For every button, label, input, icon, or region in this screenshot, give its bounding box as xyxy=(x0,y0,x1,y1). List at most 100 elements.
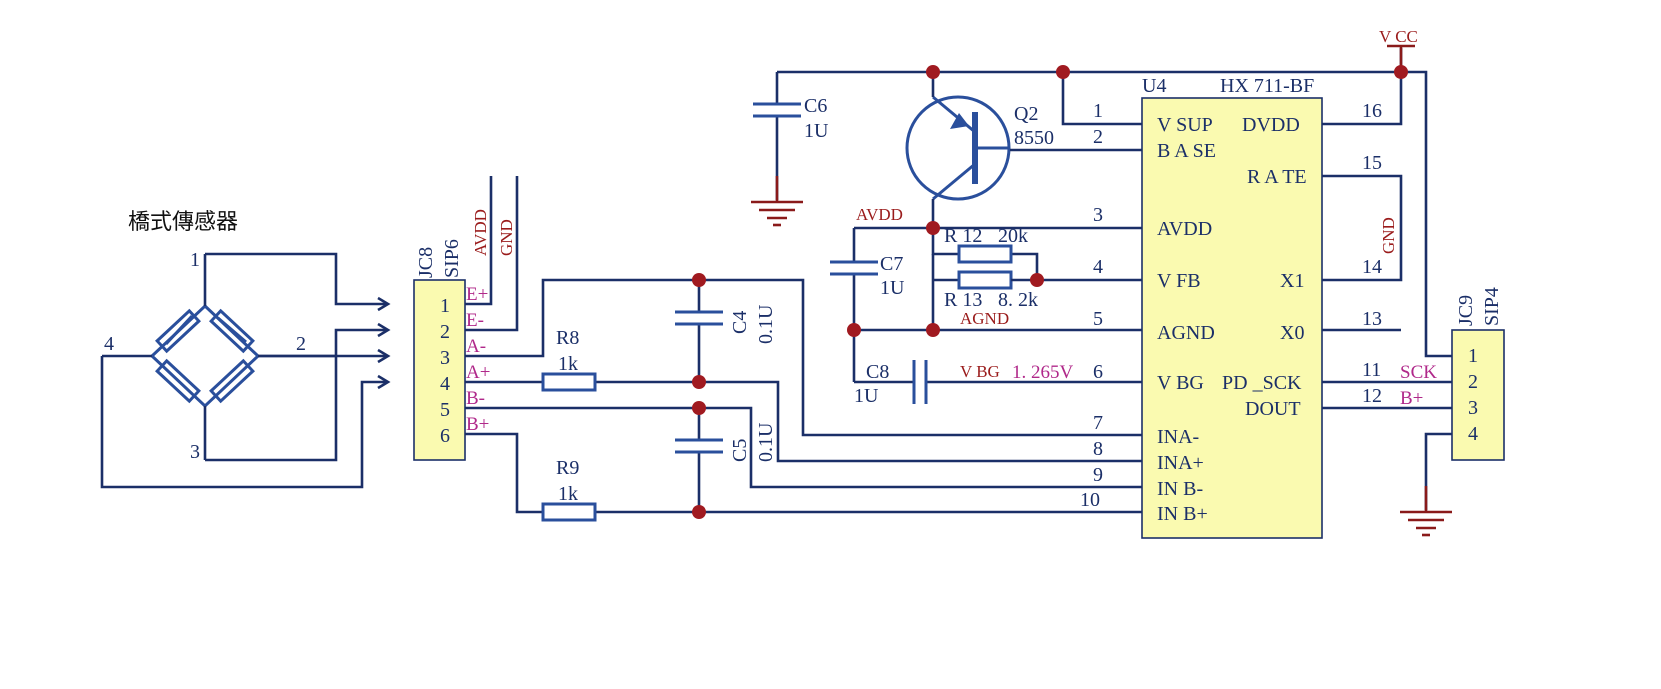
c8-ref: C8 xyxy=(866,361,889,383)
r9-value: 1k xyxy=(558,483,578,505)
sensor-wiring xyxy=(100,252,391,489)
r8-value: 1k xyxy=(558,353,578,375)
jc8-net-b-minus: B- xyxy=(466,388,485,409)
jc9-type: SIP4 xyxy=(1481,287,1503,326)
sensor-pin-1: 1 xyxy=(190,249,200,271)
r9-resistor xyxy=(541,502,597,522)
jc9-ref: JC9 xyxy=(1455,295,1477,326)
agnd-net-label: AGND xyxy=(960,309,1009,328)
vbg-voltage-label: 1. 265V xyxy=(1012,362,1074,383)
u4-pin-name-dvdd: DVDD xyxy=(1242,114,1300,136)
jc8-net-a-plus: A+ xyxy=(466,362,490,383)
u4-pin-name-x0: X0 xyxy=(1280,322,1304,344)
gnd-net-label: GND xyxy=(1379,217,1398,254)
u4-pin-name-vfb: V FB xyxy=(1157,270,1201,292)
u4-pin-name-agnd: AGND xyxy=(1157,322,1215,344)
jc8-ref: JC8 xyxy=(415,247,437,278)
jc8-net-b-plus: B+ xyxy=(466,414,489,435)
jc8-net-a-minus: A- xyxy=(466,336,486,357)
jc9-body xyxy=(1451,329,1505,461)
vcc-label: V CC xyxy=(1379,27,1418,46)
c6-ref: C6 xyxy=(804,95,827,117)
u4-hx711: U4 HX 711-BF V SUP 1 B A SE 2 AVDD 3 V F… xyxy=(1080,75,1382,539)
u4-pin-name-dout: DOUT xyxy=(1245,398,1301,420)
u4-ref: U4 xyxy=(1142,75,1166,97)
r8-ref: R8 xyxy=(556,327,579,349)
u4-pin-num-15: 15 xyxy=(1362,152,1382,174)
ground-symbol-jc9 xyxy=(1400,486,1452,537)
junction-dots xyxy=(692,65,1408,519)
input-filter-wiring xyxy=(465,278,1142,514)
c5-ref: C5 xyxy=(729,439,751,462)
jc8-pin-4: 4 xyxy=(440,373,450,395)
jc8-net-e-plus: E+ xyxy=(466,284,488,305)
c6-value: 1U xyxy=(804,120,829,142)
junction-dot xyxy=(926,323,940,337)
u4-pin-num-12: 12 xyxy=(1362,385,1382,407)
jc8-pin-3: 3 xyxy=(440,347,450,369)
bridge-resistor-3 xyxy=(155,358,201,404)
r13-value: 8. 2k xyxy=(998,289,1038,311)
c7-ref: C7 xyxy=(880,253,903,275)
u4-pin-num-9: 9 xyxy=(1093,464,1103,486)
reference-network: AVDD C7 1U R 12 20k R 13 8. 2k AGND C8 1… xyxy=(830,205,1142,407)
u4-pin-num-16: 16 xyxy=(1362,100,1382,122)
c4-value: 0.1U xyxy=(755,304,777,344)
junction-dot xyxy=(847,323,861,337)
junction-dot xyxy=(926,221,940,235)
sensor-pin-4: 4 xyxy=(104,333,114,355)
jc8-pin-5: 5 xyxy=(440,399,450,421)
jc8-type: SIP6 xyxy=(441,239,463,278)
sensor-title: 橋式傳感器 xyxy=(128,210,238,235)
u4-pin-num-3: 3 xyxy=(1093,204,1103,226)
u4-part: HX 711-BF xyxy=(1220,75,1314,97)
bridge-resistor-2 xyxy=(209,308,255,354)
u4-pin-num-8: 8 xyxy=(1093,438,1103,460)
u4-body xyxy=(1141,97,1323,539)
c7-value: 1U xyxy=(880,277,905,299)
u4-pin-name-inb-plus: IN B+ xyxy=(1157,503,1208,525)
u4-pin-name-avdd: AVDD xyxy=(1157,218,1212,240)
bridge-diamond xyxy=(149,303,261,409)
bridge-resistor-4 xyxy=(209,358,255,404)
supply-rail: V CC xyxy=(777,27,1452,358)
sck-net-label: SCK xyxy=(1400,362,1437,383)
u4-pin-name-ina-plus: INA+ xyxy=(1157,452,1204,474)
c8-value: 1U xyxy=(854,385,879,407)
jc8-gnd-label: GND xyxy=(497,219,516,256)
jc8-body xyxy=(413,279,466,461)
u4-pin-num-6: 6 xyxy=(1093,361,1103,383)
avdd-net-label: AVDD xyxy=(856,205,903,224)
u4-pin-name-ina-minus: INA- xyxy=(1157,426,1199,448)
r8-resistor xyxy=(541,372,597,392)
junction-dot xyxy=(692,401,706,415)
u4-pin-num-10: 10 xyxy=(1080,489,1100,511)
c4-ref: C4 xyxy=(729,311,751,334)
jc9-pin-3: 3 xyxy=(1468,397,1478,419)
u4-pin-num-14: 14 xyxy=(1362,256,1382,278)
u4-pin-name-rate: R A TE xyxy=(1247,166,1307,188)
jc9-pin-4: 4 xyxy=(1468,423,1478,445)
u4-pin-num-2: 2 xyxy=(1093,126,1103,148)
u4-pin-num-13: 13 xyxy=(1362,308,1382,330)
junction-dot xyxy=(692,375,706,389)
jc9-pin-2: 2 xyxy=(1468,371,1478,393)
ground-symbol-c6 xyxy=(751,176,803,227)
jc8-net-e-minus: E- xyxy=(466,310,484,331)
u4-pin-num-4: 4 xyxy=(1093,256,1103,278)
r12-ref: R 12 xyxy=(944,225,982,247)
jc8-avdd-label: AVDD xyxy=(471,209,490,256)
bplus-net-label: B+ xyxy=(1400,388,1423,409)
junction-dot xyxy=(926,65,940,79)
r13-ref: R 13 xyxy=(944,289,982,311)
junction-dot xyxy=(1056,65,1070,79)
u4-pin-name-x1: X1 xyxy=(1280,270,1304,292)
u4-pin-num-5: 5 xyxy=(1093,308,1103,330)
sensor-pin-2: 2 xyxy=(296,333,306,355)
junction-dot xyxy=(1394,65,1408,79)
junction-dot xyxy=(692,273,706,287)
jc8-pin-6: 6 xyxy=(440,425,450,447)
u4-pin-name-base: B A SE xyxy=(1157,140,1216,162)
r12-resistor xyxy=(957,244,1013,264)
